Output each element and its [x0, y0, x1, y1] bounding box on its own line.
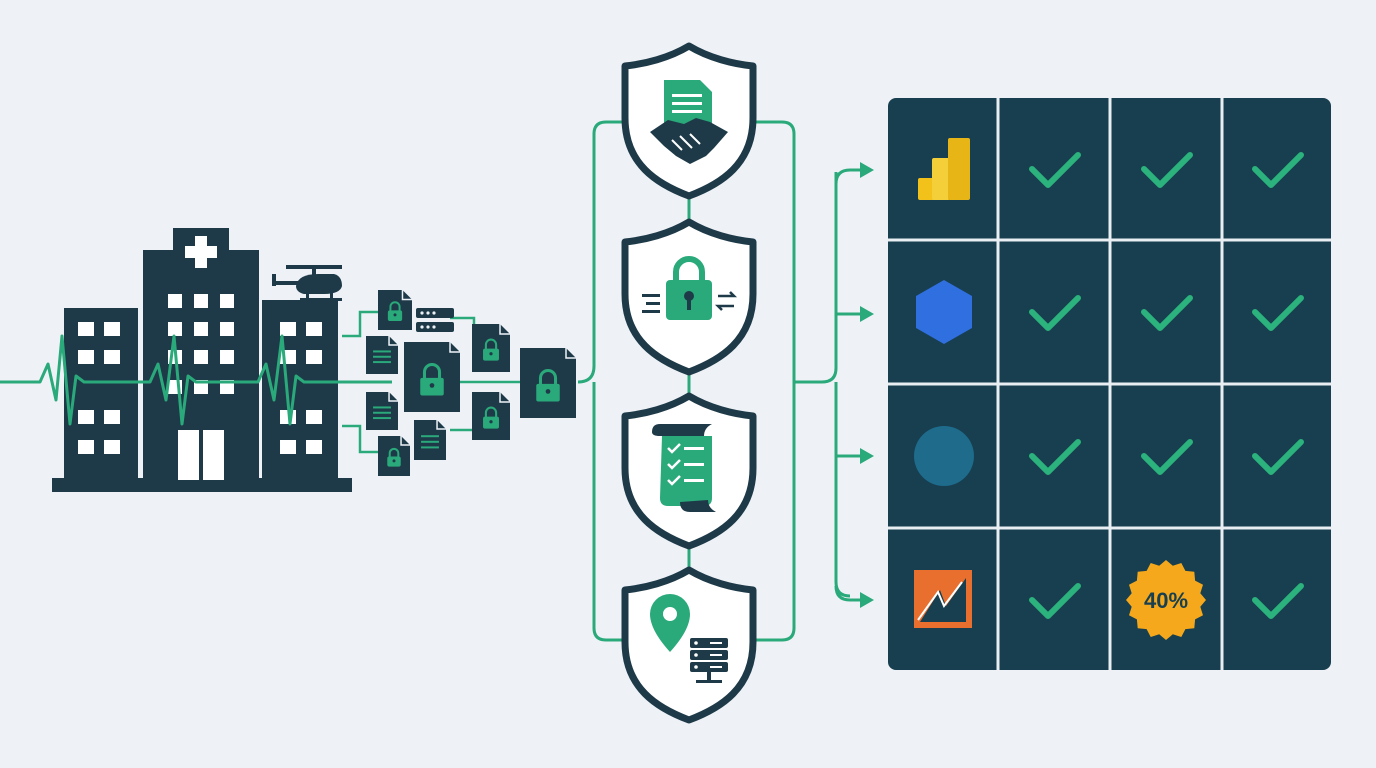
discount-badge: 40%: [1126, 560, 1206, 640]
arrow-head-icon: [860, 448, 874, 464]
shield-encryption-lock-icon: [621, 218, 757, 376]
arrow-head-icon: [860, 306, 874, 322]
check-icon: [1141, 295, 1193, 331]
check-icon: [1252, 583, 1304, 619]
locked-documents-group: [366, 290, 576, 476]
shield-handshake-agreement-icon: [621, 42, 757, 200]
circle-logo-icon: [914, 426, 974, 486]
helicopter-icon: [272, 265, 342, 301]
check-icon: [1252, 439, 1304, 475]
check-icon: [1029, 295, 1081, 331]
arrow-head-icon: [860, 592, 874, 608]
check-icon: [1141, 439, 1193, 475]
check-icon: [1029, 439, 1081, 475]
document-icon: [366, 336, 398, 374]
bar-chart-logo-icon: [918, 138, 970, 200]
orange-square-logo-icon: [914, 570, 972, 628]
locked-document-icon: [472, 392, 510, 440]
document-icon: [366, 392, 398, 430]
check-icon: [1141, 152, 1193, 188]
locked-document-icon: [520, 348, 576, 418]
server-rack-icon: [416, 308, 454, 332]
badge-text: 40%: [1144, 588, 1188, 613]
check-icon: [1252, 152, 1304, 188]
locked-document-icon: [378, 290, 412, 330]
hexagon-logo-icon: [916, 280, 972, 344]
locked-document-icon: [378, 436, 410, 476]
check-icon: [1252, 295, 1304, 331]
heartbeat-line-icon: [0, 334, 392, 426]
arrow-head-icon: [860, 162, 874, 178]
locked-document-icon: [472, 324, 510, 372]
check-icon: [1029, 152, 1081, 188]
locked-document-icon: [404, 342, 460, 412]
document-icon: [414, 420, 446, 460]
shield-compliance-checklist-icon: [621, 392, 757, 550]
shield-data-residency-icon: [621, 566, 757, 724]
check-icon: [1029, 583, 1081, 619]
vendor-compliance-matrix: 40%: [888, 98, 1331, 670]
